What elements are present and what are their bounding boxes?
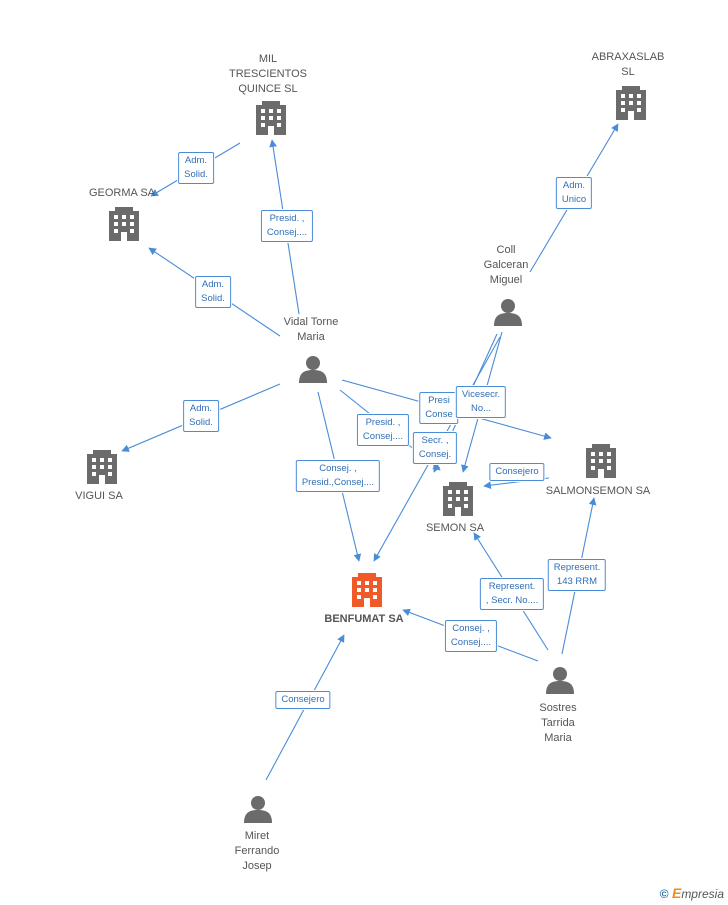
node-label-vigui[interactable]: VIGUI SA — [75, 490, 123, 502]
edge-label-sostres-benfumat[interactable]: Consej. , Consej.... — [444, 620, 498, 652]
brand-watermark: © Empresia — [660, 885, 724, 901]
node-salmon-building-icon[interactable] — [586, 444, 616, 478]
edge-label-vidal-vigui[interactable]: Adm. Solid. — [183, 400, 219, 432]
copyright-icon: © — [659, 887, 669, 901]
edge-label-salmon-semon[interactable]: Consejero — [489, 463, 545, 481]
node-label-coll[interactable]: Coll Galceran Miguel — [483, 244, 529, 286]
edge-label-vidal-semon[interactable]: Presid. , Consej.... — [356, 414, 410, 446]
node-coll-person-icon[interactable] — [494, 299, 522, 326]
node-label-semon[interactable]: SEMON SA — [425, 522, 485, 534]
node-mil-building-icon[interactable] — [256, 101, 286, 135]
node-label-salmon[interactable]: SALMONSEMON SA — [545, 485, 651, 497]
node-semon-building-icon[interactable] — [443, 482, 473, 516]
edge-label-mil-georma[interactable]: Adm. Solid. — [178, 152, 214, 184]
node-vigui-building-icon[interactable] — [87, 450, 117, 484]
edge-label-vidal-salmon[interactable]: Presi Conse — [419, 392, 459, 424]
node-miret-person-icon[interactable] — [244, 796, 272, 823]
node-sostres-person-icon[interactable] — [546, 667, 574, 694]
brand-name: mpresia — [681, 887, 724, 901]
node-label-benfumat[interactable]: BENFUMAT SA — [324, 613, 404, 625]
edge-label-sostres-salmon[interactable]: Represent. 143 RRM — [547, 559, 607, 591]
node-georma-building-icon[interactable] — [109, 207, 139, 241]
edge-label-sostres-semon[interactable]: Represent. , Secr. No.... — [479, 578, 545, 610]
node-vidal-person-icon[interactable] — [299, 356, 327, 383]
edge-label-vidal-georma[interactable]: Adm. Solid. — [195, 276, 231, 308]
edge-label-vidal-benfumat[interactable]: Consej. , Presid.,Consej.... — [295, 460, 381, 492]
brand-logo-e: E — [671, 885, 682, 901]
node-label-georma[interactable]: GEORMA SA — [88, 187, 156, 199]
node-benfumat-building-icon[interactable] — [352, 573, 382, 607]
edge-label-miret-benfumat[interactable]: Consejero — [275, 691, 331, 709]
edge-label-coll-benfumat[interactable]: Secr. , Consej. — [412, 432, 458, 464]
node-label-vidal[interactable]: Vidal Torne Maria — [283, 316, 339, 343]
node-label-sostres[interactable]: Sostres Tarrida Maria — [539, 702, 577, 744]
node-abraxas-building-icon[interactable] — [616, 86, 646, 120]
edge-label-coll-semon[interactable]: Vicesecr. No... — [455, 386, 507, 418]
edge-label-vidal-mil[interactable]: Presid. , Consej.... — [260, 210, 314, 242]
edge-label-coll-abraxas[interactable]: Adm. Unico — [555, 177, 593, 209]
node-label-miret[interactable]: Miret Ferrando Josep — [234, 830, 280, 872]
node-label-mil[interactable]: MIL TRESCIENTOS QUINCE SL — [228, 53, 308, 95]
node-label-abraxas[interactable]: ABRAXASLAB SL — [591, 51, 665, 78]
